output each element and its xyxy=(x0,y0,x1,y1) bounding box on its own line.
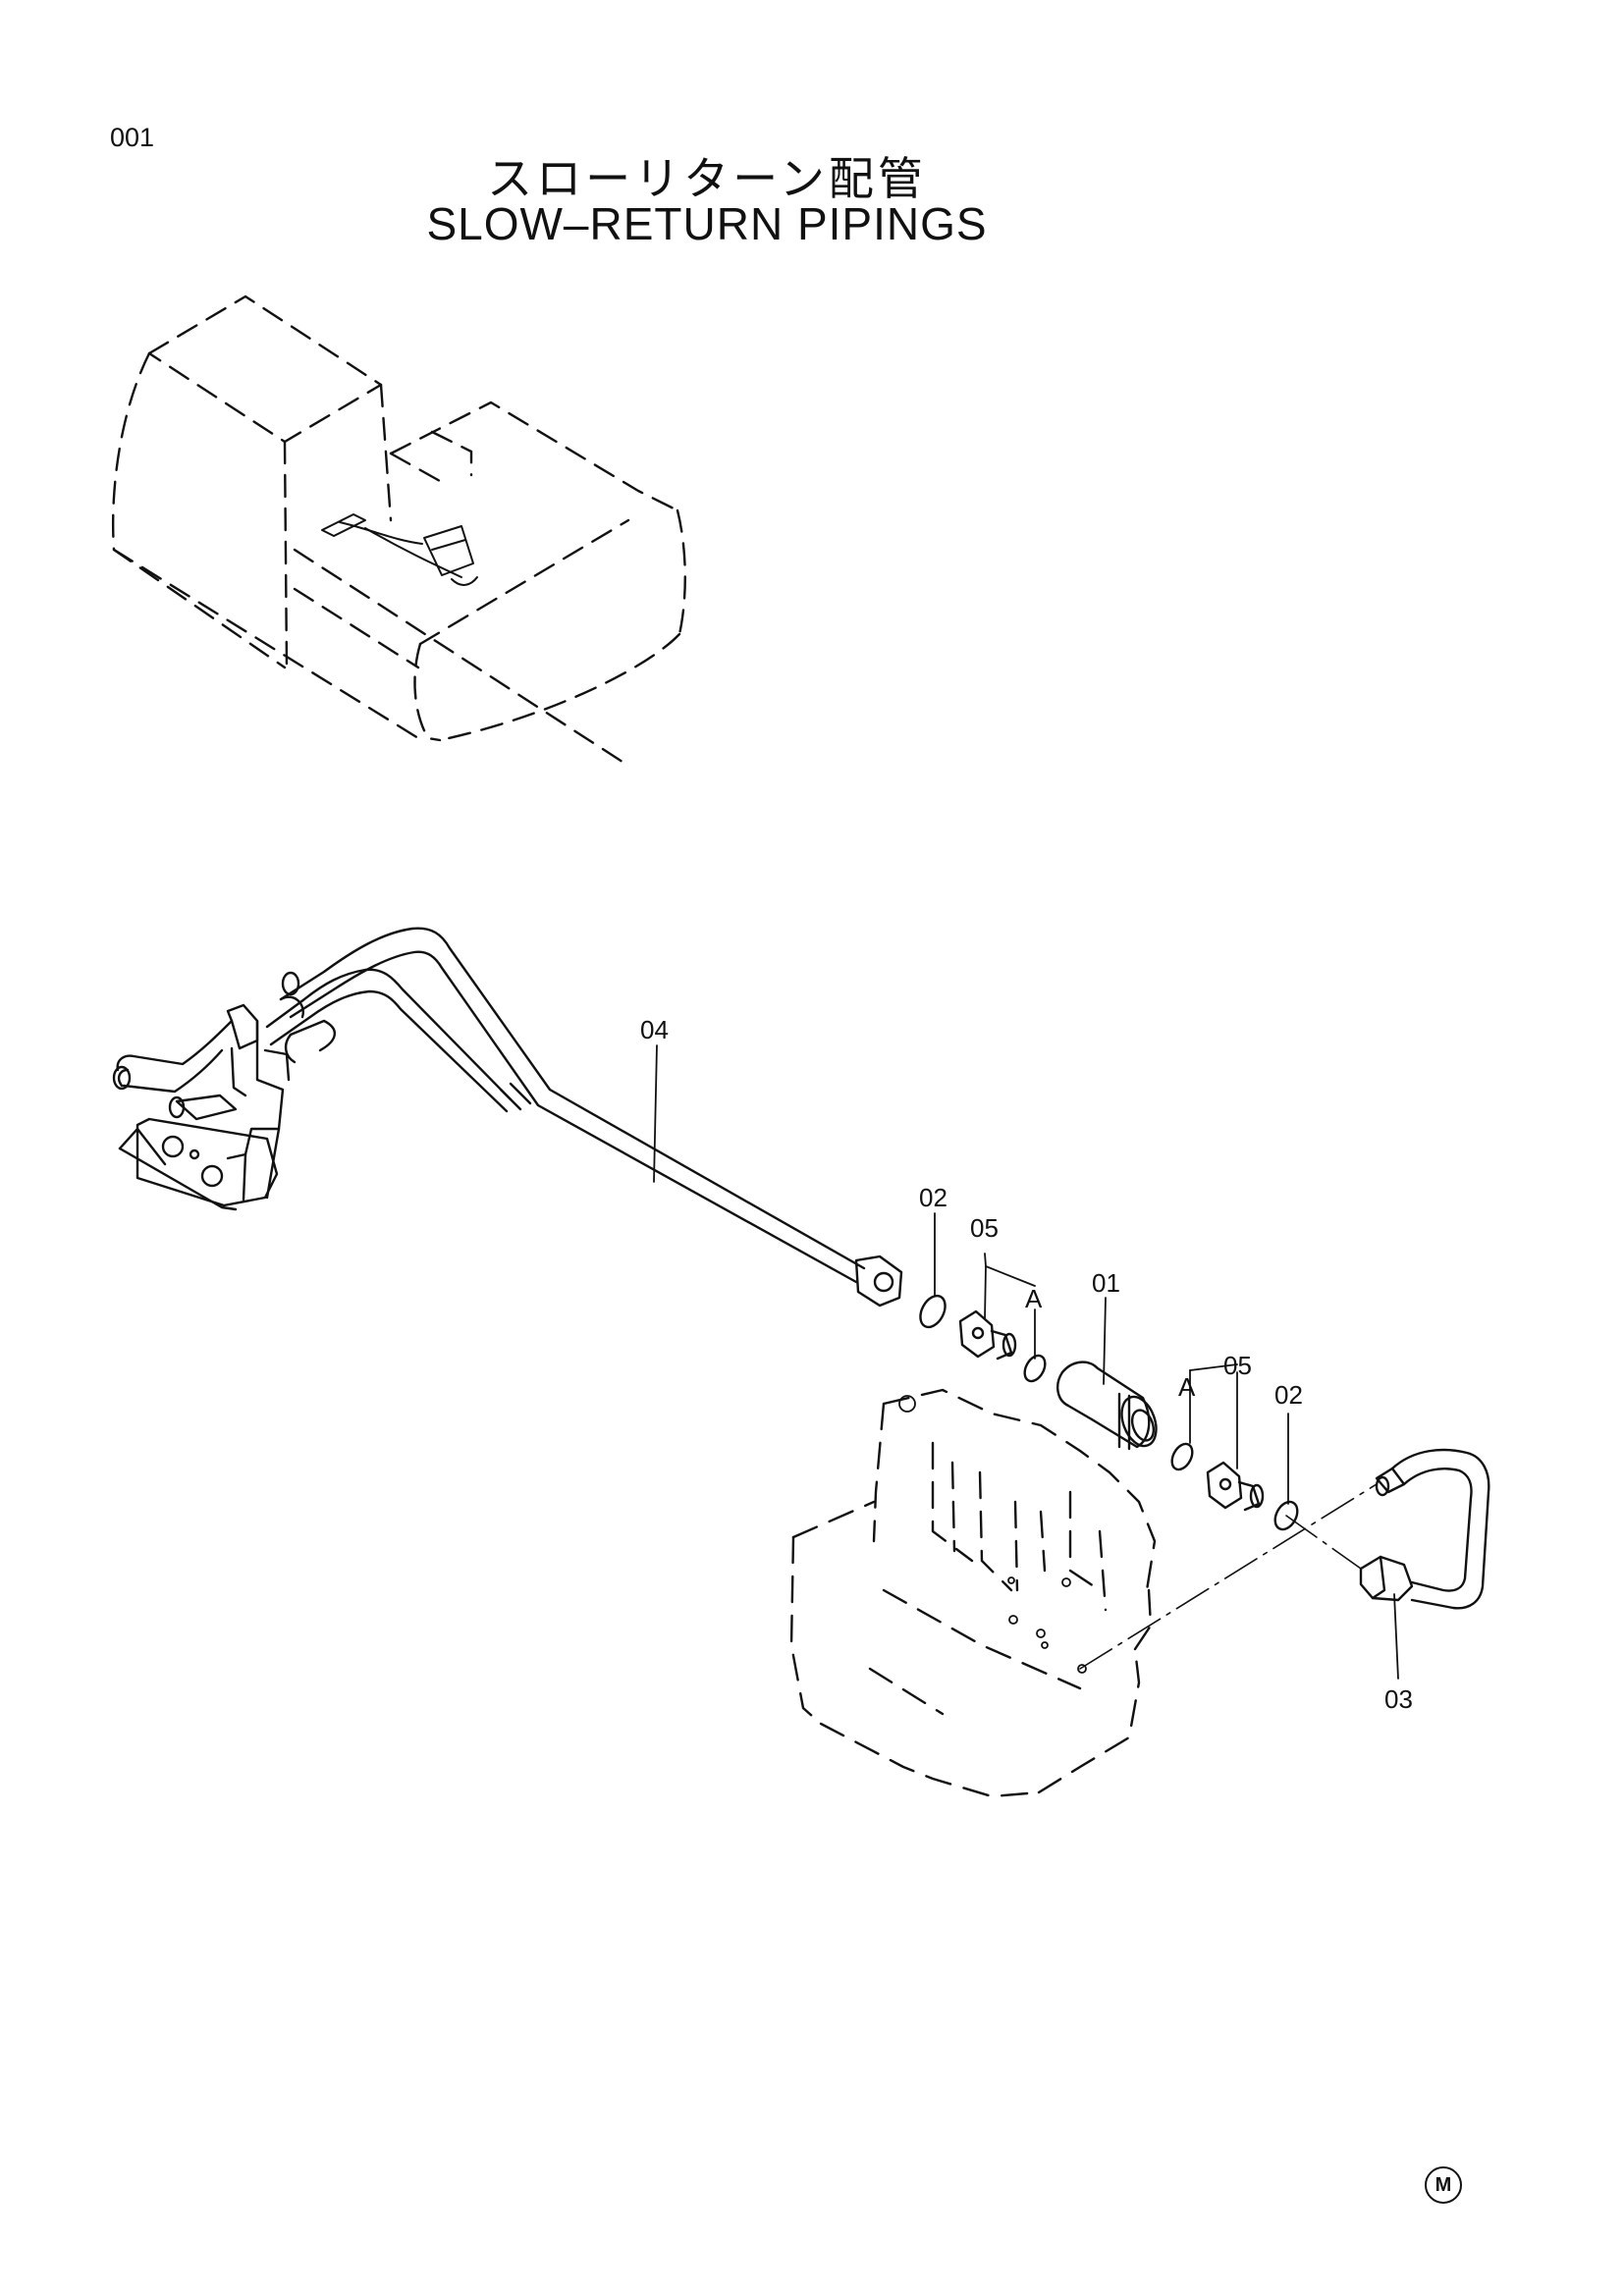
assembly-centerline xyxy=(1079,1483,1378,1670)
engine-detail-dots xyxy=(898,1395,1087,1674)
callout-02-upper: 02 xyxy=(919,1183,947,1212)
adapter-05-lower xyxy=(1206,1461,1265,1512)
callout-05-upper: 05 xyxy=(970,1213,999,1243)
pipe-03 xyxy=(1359,1448,1490,1610)
engine-block-drawing xyxy=(789,1388,1157,1798)
adapter-05-upper xyxy=(958,1309,1017,1361)
valve-01 xyxy=(1056,1361,1158,1451)
o-ring-02-lower xyxy=(1273,1500,1299,1531)
pipe-04 xyxy=(265,927,903,1308)
leader-lines xyxy=(653,1044,1399,1680)
callout-a-upper: A xyxy=(1025,1284,1043,1313)
machine-piping-detail xyxy=(321,513,478,586)
machine-overview-drawing xyxy=(111,294,686,768)
callout-01: 01 xyxy=(1092,1268,1120,1298)
o-ring-a-upper xyxy=(1023,1354,1047,1383)
page-number: 001 xyxy=(110,123,155,152)
m-mark-icon: M xyxy=(1425,2166,1462,2204)
title-japanese: スローリターン配管 xyxy=(487,152,927,205)
callout-02-lower: 02 xyxy=(1274,1380,1303,1410)
callout-03: 03 xyxy=(1384,1684,1413,1714)
callout-a-lower: A xyxy=(1178,1372,1196,1402)
callout-04: 04 xyxy=(640,1015,669,1044)
callout-05-lower: 05 xyxy=(1223,1351,1252,1380)
valve-bracket-assembly xyxy=(112,1003,291,1211)
o-ring-a-lower xyxy=(1170,1442,1194,1471)
title-english: SLOW–RETURN PIPINGS xyxy=(426,198,988,249)
assembly-centerline-2 xyxy=(1285,1515,1362,1570)
o-ring-02-upper xyxy=(919,1294,947,1329)
